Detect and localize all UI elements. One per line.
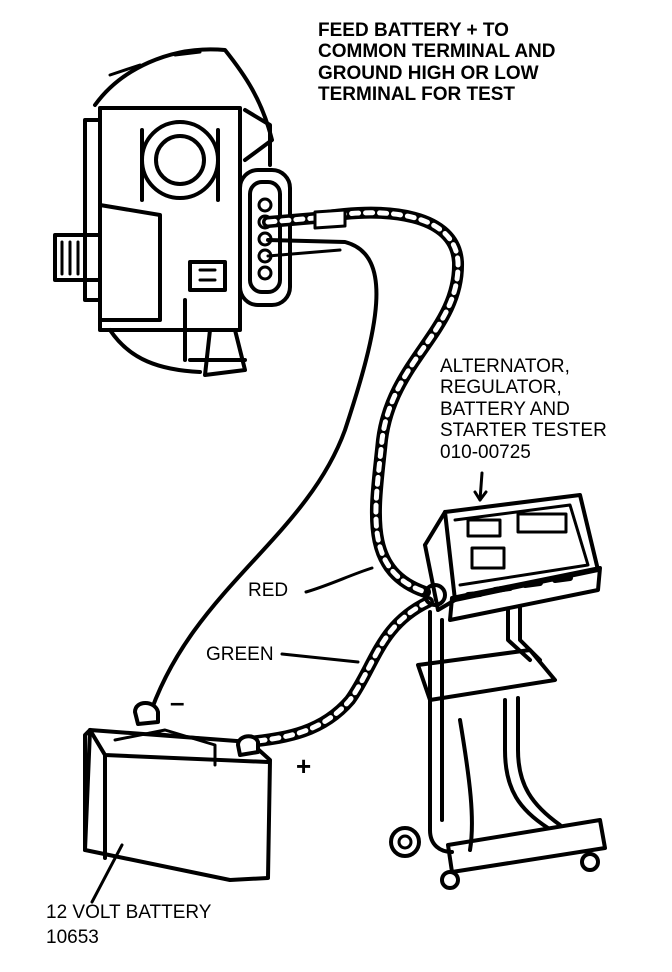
negative-terminal-label: – xyxy=(170,687,185,717)
positive-terminal-label: + xyxy=(296,751,312,781)
battery xyxy=(83,701,272,882)
red-wire-label: RED xyxy=(248,580,289,601)
ground-wire xyxy=(146,238,379,722)
green-label-pointer xyxy=(280,652,360,664)
battery-label: 12 VOLT BATTERY xyxy=(46,902,212,923)
tester-cart xyxy=(389,604,607,890)
green-wire-label: GREEN xyxy=(206,644,274,665)
red-wire xyxy=(262,206,465,598)
red-label-pointer xyxy=(304,566,374,594)
figure-number: 10653 xyxy=(46,927,99,948)
tester-pointer xyxy=(478,471,484,502)
green-wire xyxy=(244,596,434,748)
tester-label: ALTERNATOR, REGULATOR, BATTERY AND START… xyxy=(440,356,607,463)
instruction-note: FEED BATTERY + TO COMMON TERMINAL AND GR… xyxy=(318,20,556,106)
battery-pointer xyxy=(90,843,124,904)
regulator-assembly xyxy=(53,47,292,377)
tester-unit xyxy=(423,471,602,622)
